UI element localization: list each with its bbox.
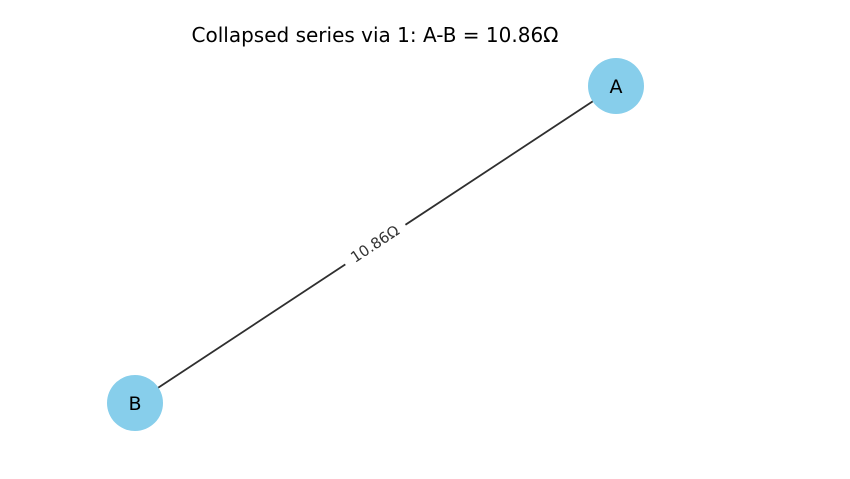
diagram-title: Collapsed series via 1: A-B = 10.86Ω (192, 23, 559, 47)
node-a: A (588, 58, 644, 114)
node-a-circle (588, 58, 644, 114)
node-b: B (107, 375, 163, 431)
node-b-label: B (128, 393, 141, 415)
node-b-circle (107, 375, 163, 431)
edge-a-b: 10.86Ω (134, 85, 617, 404)
edge-label-background (338, 214, 412, 274)
node-a-label: A (610, 76, 623, 98)
edge-label-group: 10.86Ω (338, 214, 412, 274)
